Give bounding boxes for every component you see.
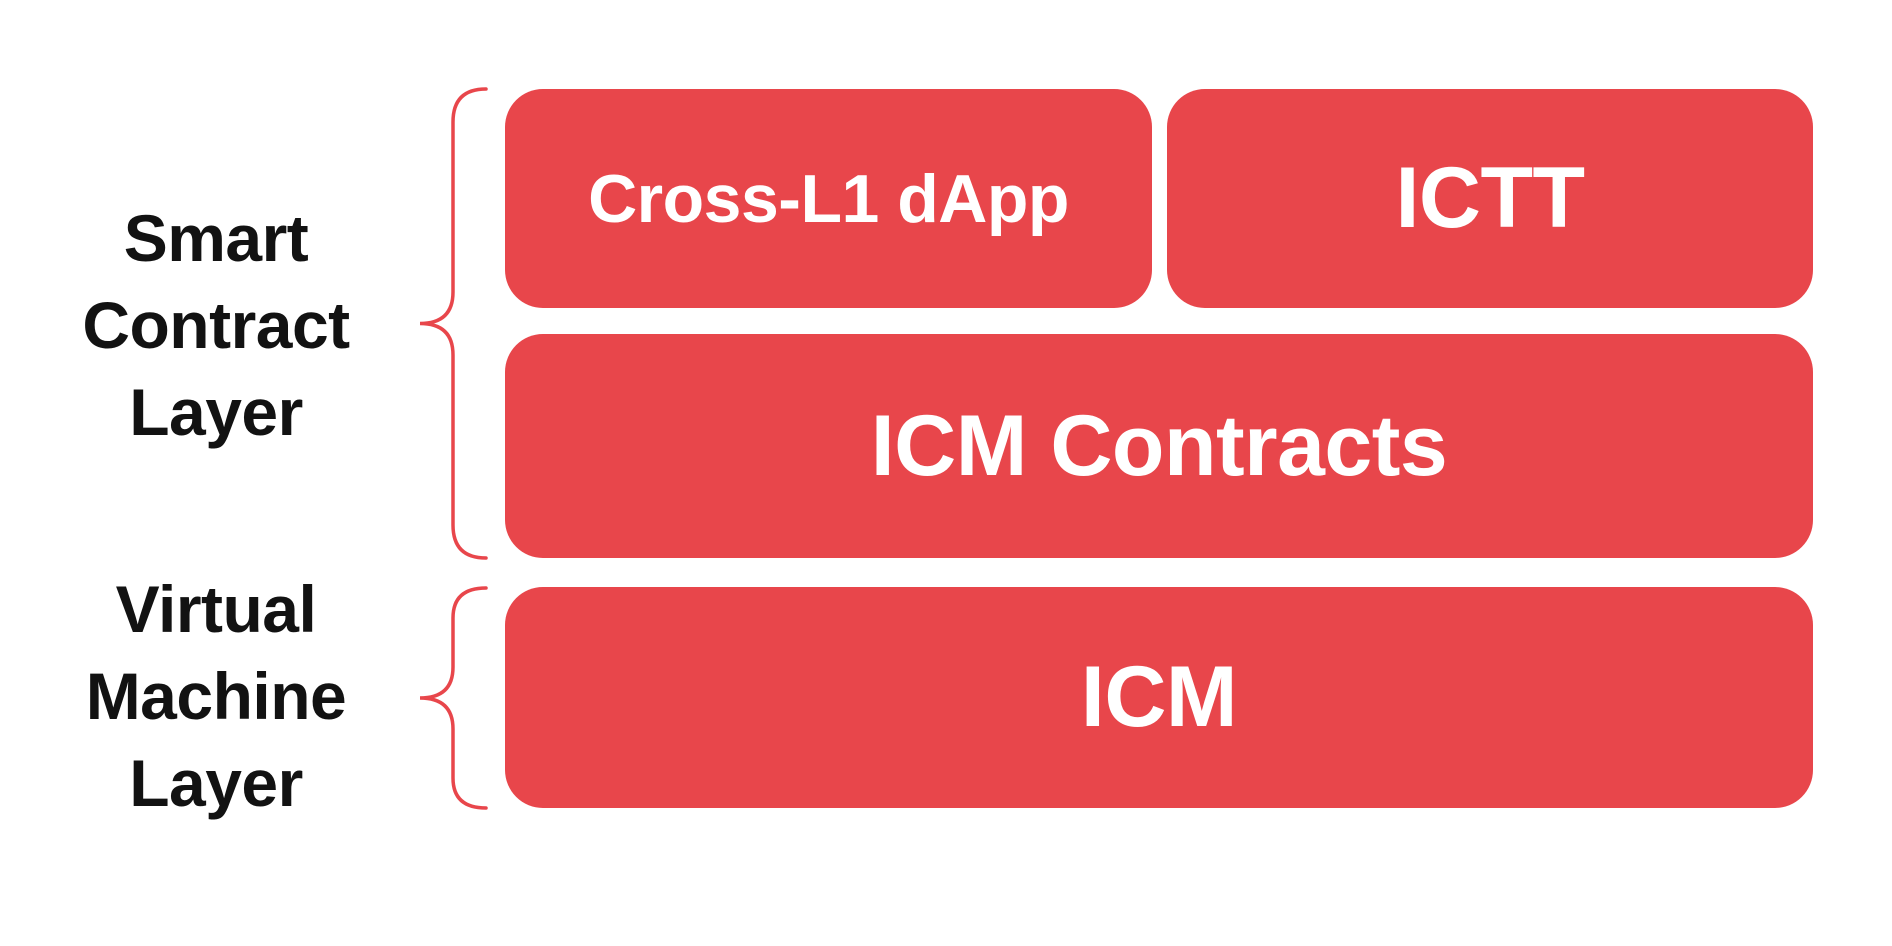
label-line: Layer [129,746,303,820]
label-line: Layer [129,375,303,449]
virtual-machine-layer-brace-icon [419,586,488,810]
icm-contracts-box: ICM Contracts [505,334,1813,558]
label-line: Machine [85,659,347,733]
ictt-box: ICTT [1167,89,1813,308]
icm-box: ICM [505,587,1813,808]
ictt-box-label: ICTT [1395,150,1585,246]
smart-contract-layer-label: Smart Contract Layer [16,195,416,456]
virtual-machine-layer-label: Virtual Machine Layer [16,566,416,827]
label-line: Contract [82,288,350,362]
icm-box-label: ICM [1080,649,1238,745]
label-line: Virtual [115,572,317,646]
label-line: Smart [123,201,309,275]
icm-contracts-box-label: ICM Contracts [870,397,1448,494]
cross-l1-dapp-box: Cross-L1 dApp [505,89,1152,308]
cross-l1-dapp-box-label: Cross-L1 dApp [588,160,1069,237]
smart-contract-layer-brace-icon [419,87,488,560]
